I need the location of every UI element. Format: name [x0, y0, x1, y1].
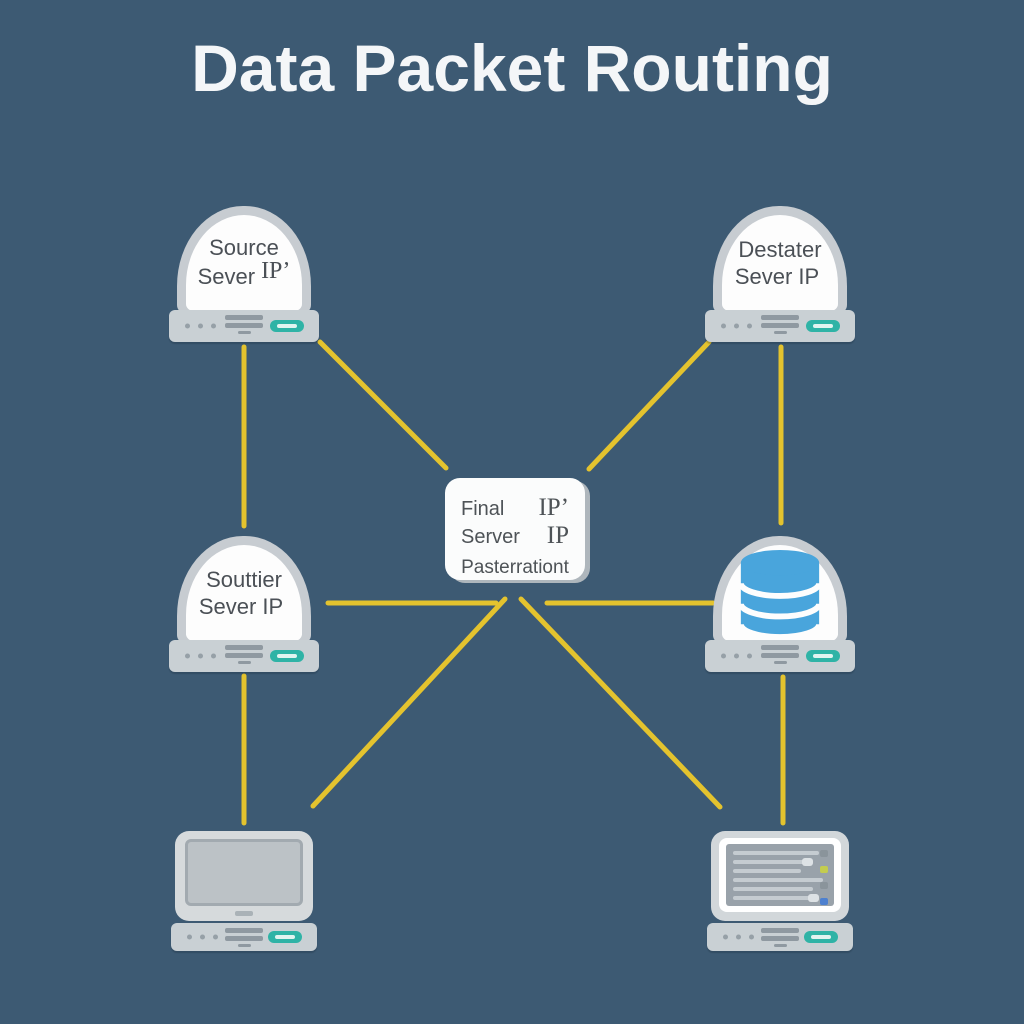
- node-router-server: Souttier Sever IP: [169, 536, 319, 672]
- connection-destination-center: [586, 339, 712, 472]
- destination-server-label: Destater Sever IP: [734, 236, 822, 290]
- computer-base: [705, 310, 855, 342]
- database-icon: [737, 549, 823, 640]
- server-dome-icon: Destater Sever IP: [713, 206, 847, 314]
- node-client-computer-right: [705, 831, 855, 951]
- server-dome-face: [722, 545, 838, 641]
- router-server-label: Souttier Sever IP: [198, 566, 284, 620]
- power-button-icon: [270, 320, 304, 332]
- power-button-icon: [804, 931, 838, 943]
- status-dots-icon: [187, 934, 218, 940]
- terminal-rows: [733, 851, 823, 905]
- terminal-computer-icon: [711, 831, 849, 921]
- connection-center-client_right: [518, 596, 723, 810]
- server-dome-icon: [713, 536, 847, 644]
- node-database-server: [705, 536, 855, 672]
- computer-base: [171, 923, 317, 951]
- drive-vents-icon: [761, 645, 799, 664]
- status-dots-icon: [185, 653, 216, 659]
- status-dots-icon: [721, 653, 752, 659]
- diagram-title: Data Packet Routing: [191, 31, 833, 105]
- power-button-icon: [270, 650, 304, 662]
- node-destination-server: Destater Sever IP: [705, 206, 855, 342]
- server-dome-face: Destater Sever IP: [722, 215, 838, 311]
- computer-base: [705, 640, 855, 672]
- power-button-icon: [806, 320, 840, 332]
- drive-vents-icon: [761, 315, 799, 334]
- computer-base: [169, 640, 319, 672]
- computer-base: [169, 310, 319, 342]
- terminal-panel: [726, 844, 834, 906]
- connection-center-client_left: [310, 596, 508, 809]
- status-indicator-lights: [820, 850, 828, 905]
- monitor-chin: [235, 911, 253, 916]
- power-button-icon: [268, 931, 302, 943]
- server-dome-face: Souttier Sever IP: [186, 545, 302, 641]
- server-dome-icon: Souttier Sever IP: [177, 536, 311, 644]
- node-client-computer-left: [169, 831, 319, 951]
- status-dots-icon: [185, 323, 216, 329]
- power-button-icon: [806, 650, 840, 662]
- drive-vents-icon: [225, 928, 263, 947]
- connection-source-center: [317, 339, 449, 471]
- drive-vents-icon: [225, 645, 263, 664]
- status-dots-icon: [723, 934, 754, 940]
- drive-vents-icon: [225, 315, 263, 334]
- desktop-computer-icon: [175, 831, 313, 921]
- computer-base: [707, 923, 853, 951]
- status-dots-icon: [721, 323, 752, 329]
- terminal-screen: [719, 838, 841, 912]
- drive-vents-icon: [761, 928, 799, 947]
- blank-screen: [185, 839, 303, 906]
- center-box-line3: Pasterrationt: [461, 557, 569, 578]
